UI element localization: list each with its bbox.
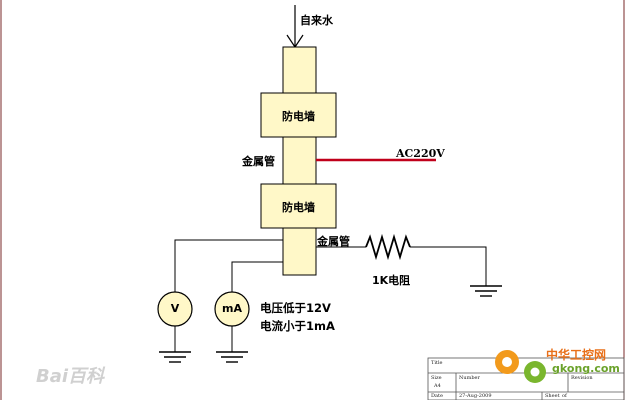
electric-wall-lower-label: 防电墙 <box>282 201 315 214</box>
gkong-watermark-url: gkong.com <box>552 362 620 375</box>
title-block-date-label: Date <box>431 393 443 399</box>
title-block-size-label: Size <box>431 375 442 381</box>
title-block-number-label: Number <box>459 375 480 381</box>
current-note: 电流小于1mA <box>260 319 335 333</box>
ammeter-label: mA <box>222 302 242 315</box>
title-block-size-value: A4 <box>434 383 441 389</box>
metal-pipe-upper-label: 金属管 <box>242 155 275 168</box>
title-block-revision-label: Revision <box>571 375 593 381</box>
electric-wall-upper-label: 防电墙 <box>282 110 315 123</box>
baidu-watermark: Bai百科 <box>36 366 105 387</box>
title-block-date-value: 27-Aug-2009 <box>459 393 492 399</box>
ground-symbol-ammeter <box>216 351 248 363</box>
ground-symbol-resistor <box>470 285 502 297</box>
title-block <box>427 357 625 400</box>
title-block-sheet-label: Sheet <box>545 393 560 399</box>
title-block-title-label: Title <box>431 360 443 366</box>
ground-symbol-voltmeter <box>159 351 191 363</box>
resistor-label: 1K电阻 <box>372 274 411 287</box>
wire-to-ammeter <box>231 261 283 292</box>
metal-pipe-column <box>282 46 317 276</box>
wire-resistor-to-ground <box>410 246 487 286</box>
wire-to-voltmeter <box>174 239 283 292</box>
gkong-gear-icon <box>495 350 546 383</box>
metal-pipe-lower-label: 金属管 <box>317 235 350 248</box>
resistor-zigzag <box>365 233 411 261</box>
title-block-sheet-value: of <box>562 393 567 399</box>
voltmeter-label: V <box>170 302 180 315</box>
gkong-watermark-cn: 中华工控网 <box>546 348 607 362</box>
tap-water-label: 自来水 <box>300 14 333 27</box>
electric-wall-upper <box>260 92 337 138</box>
electric-wall-lower <box>260 183 337 229</box>
voltage-note: 电压低于12V <box>260 301 331 315</box>
ac-source-label: AC220V <box>396 147 445 160</box>
